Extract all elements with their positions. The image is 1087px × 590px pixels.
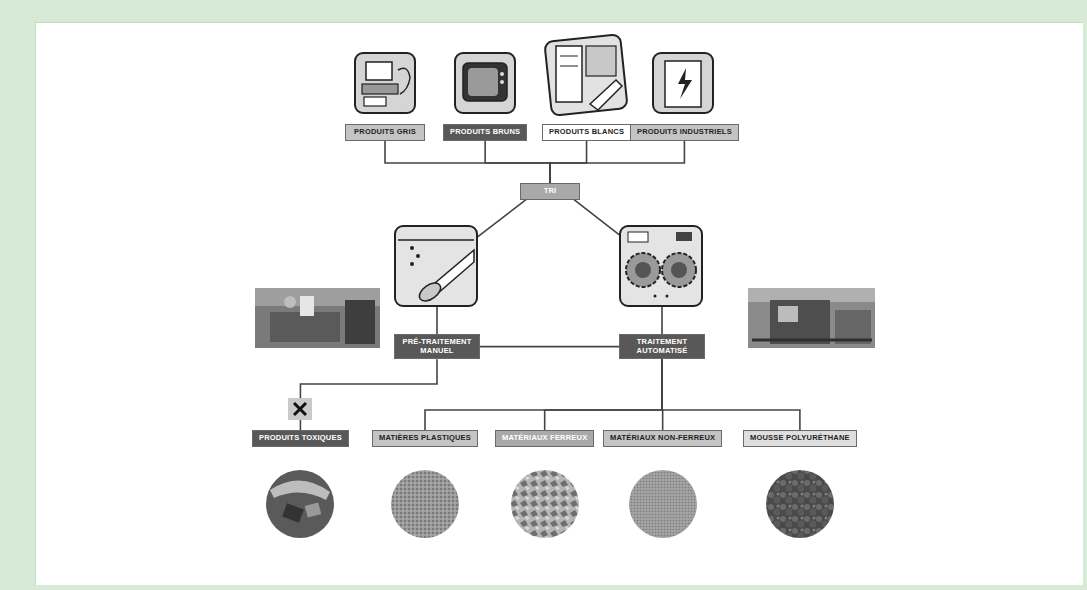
connector bbox=[574, 200, 662, 334]
box-label: MATIÈRES PLASTIQUES bbox=[379, 434, 471, 443]
manual-tool-icon bbox=[395, 226, 477, 306]
connector-line bbox=[550, 141, 684, 183]
label-box: MOUSSE POLYURÉTHANE bbox=[743, 430, 857, 447]
label-box: TRI bbox=[520, 183, 580, 200]
box-label: PRÉ-TRAITEMENT MANUEL bbox=[401, 338, 473, 355]
box-label: TRI bbox=[544, 187, 557, 196]
connector bbox=[550, 141, 684, 183]
label-box: PRODUITS BRUNS bbox=[443, 124, 527, 141]
box-label: PRODUITS INDUSTRIELS bbox=[637, 128, 732, 137]
box-label: MATÉRIAUX FERREUX bbox=[502, 434, 587, 443]
automatic-gears-icon bbox=[620, 226, 702, 306]
box-label: TRAITEMENT AUTOMATISÉ bbox=[626, 338, 698, 355]
connector-line bbox=[550, 141, 587, 183]
label-box: PRODUITS TOXIQUES bbox=[252, 430, 349, 447]
label-box: PRODUITS GRIS bbox=[345, 124, 425, 141]
manual-workshop-photo bbox=[255, 288, 380, 348]
connector-line bbox=[574, 200, 662, 334]
connector bbox=[662, 359, 800, 430]
box-label: MATÉRIAUX NON-FERREUX bbox=[610, 434, 715, 443]
reject-marker bbox=[288, 398, 312, 420]
label-box: TRAITEMENT AUTOMATISÉ bbox=[619, 334, 705, 359]
label-box: PRODUITS BLANCS bbox=[542, 124, 631, 141]
connector-line bbox=[545, 359, 662, 430]
connector-line bbox=[662, 359, 800, 430]
box-label: PRODUITS GRIS bbox=[354, 128, 416, 137]
automatic-plant-photo bbox=[748, 288, 875, 348]
brown-products-icon bbox=[455, 53, 515, 113]
connector bbox=[545, 359, 662, 430]
white-products-icon bbox=[544, 34, 627, 116]
label-box: MATÉRIAUX NON-FERREUX bbox=[603, 430, 722, 447]
industrial-products-icon bbox=[653, 53, 713, 113]
connector bbox=[425, 359, 662, 430]
connector-line bbox=[485, 141, 550, 183]
connector-line bbox=[300, 359, 437, 430]
connector bbox=[300, 359, 437, 430]
label-box: MATÉRIAUX FERREUX bbox=[495, 430, 594, 447]
connector bbox=[550, 141, 587, 183]
connector bbox=[485, 141, 550, 183]
connector bbox=[385, 141, 550, 183]
connector-line bbox=[385, 141, 550, 183]
box-label: MOUSSE POLYURÉTHANE bbox=[750, 434, 850, 443]
connector bbox=[480, 346, 619, 347]
grey-products-icon bbox=[355, 53, 415, 113]
material-photos bbox=[266, 470, 834, 538]
connector-line bbox=[425, 359, 662, 430]
label-box: PRODUITS INDUSTRIELS bbox=[630, 124, 739, 141]
label-box: MATIÈRES PLASTIQUES bbox=[372, 430, 478, 447]
label-box: PRÉ-TRAITEMENT MANUEL bbox=[394, 334, 480, 359]
box-label: PRODUITS BLANCS bbox=[549, 128, 624, 137]
connector-line bbox=[480, 346, 619, 348]
box-label: PRODUITS TOXIQUES bbox=[259, 434, 342, 443]
box-label: PRODUITS BRUNS bbox=[450, 128, 520, 137]
